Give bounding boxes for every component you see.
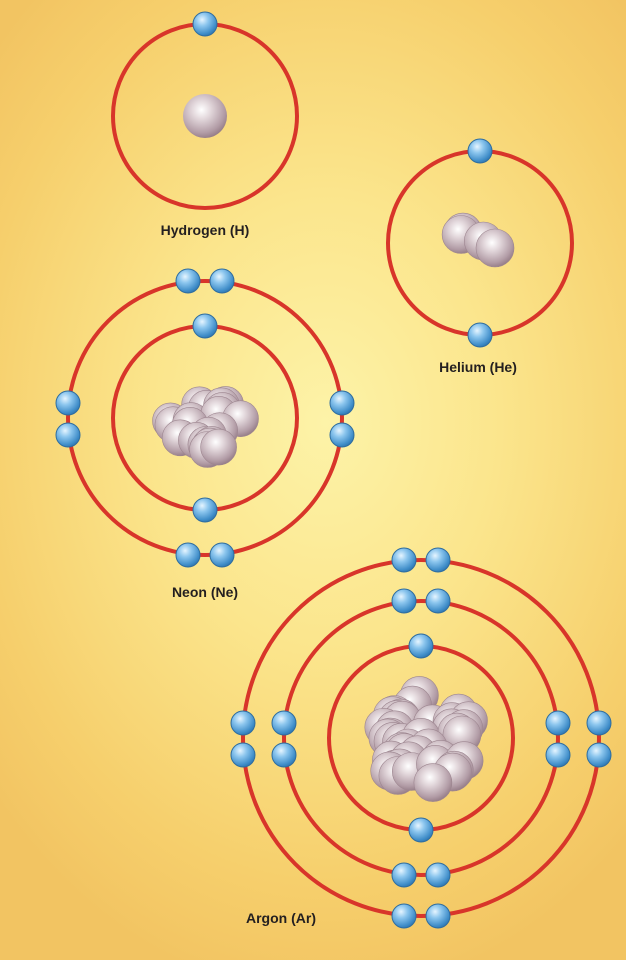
nucleus-helium — [441, 212, 515, 268]
atom-helium — [386, 138, 574, 348]
electron-neon-shell-2 — [209, 542, 235, 568]
electron-argon-shell-3 — [586, 742, 612, 768]
nucleus-hydrogen — [183, 94, 227, 138]
nucleus-neon — [152, 386, 259, 468]
electron-argon-shell-3 — [586, 710, 612, 736]
electron-neon-shell-2 — [55, 422, 81, 448]
atom-hydrogen — [111, 11, 299, 210]
electron-argon-shell-3 — [230, 710, 256, 736]
nucleus-argon — [364, 676, 488, 802]
electron-neon-shell-2 — [175, 542, 201, 568]
electron-helium-shell-1 — [467, 138, 493, 164]
electron-argon-shell-2 — [271, 742, 297, 768]
electron-argon-shell-3 — [425, 903, 451, 929]
electron-neon-shell-2 — [329, 422, 355, 448]
electron-neon-shell-2 — [209, 268, 235, 294]
electron-argon-shell-3 — [391, 547, 417, 573]
electron-argon-shell-2 — [271, 710, 297, 736]
electron-argon-shell-2 — [425, 588, 451, 614]
nucleon — [183, 94, 227, 138]
nucleon — [475, 228, 515, 268]
electron-argon-shell-3 — [425, 547, 451, 573]
orbit-neon-shell-2 — [66, 279, 344, 557]
electron-argon-shell-2 — [545, 742, 571, 768]
electron-argon-shell-2 — [391, 862, 417, 888]
atom-argon — [230, 547, 612, 929]
nucleon — [413, 763, 453, 802]
electron-hydrogen-shell-1 — [192, 11, 218, 37]
electron-neon-shell-1 — [192, 313, 218, 339]
electron-argon-shell-1 — [408, 817, 434, 843]
electron-argon-shell-1 — [408, 633, 434, 659]
nucleon — [200, 428, 237, 466]
orbit-argon-shell-3 — [241, 558, 601, 918]
electron-neon-shell-2 — [175, 268, 201, 294]
label-neon: Neon (Ne) — [172, 584, 238, 600]
electron-neon-shell-1 — [192, 497, 218, 523]
electron-neon-shell-2 — [329, 390, 355, 416]
electron-neon-shell-2 — [55, 390, 81, 416]
electron-argon-shell-3 — [391, 903, 417, 929]
electron-argon-shell-3 — [230, 742, 256, 768]
label-helium: Helium (He) — [439, 359, 517, 375]
electron-helium-shell-1 — [467, 322, 493, 348]
label-hydrogen: Hydrogen (H) — [161, 222, 250, 238]
atom-neon — [55, 268, 355, 568]
electron-argon-shell-2 — [545, 710, 571, 736]
label-argon: Argon (Ar) — [246, 910, 316, 926]
electron-argon-shell-2 — [425, 862, 451, 888]
orbit-argon-shell-2 — [282, 599, 560, 877]
electron-argon-shell-2 — [391, 588, 417, 614]
